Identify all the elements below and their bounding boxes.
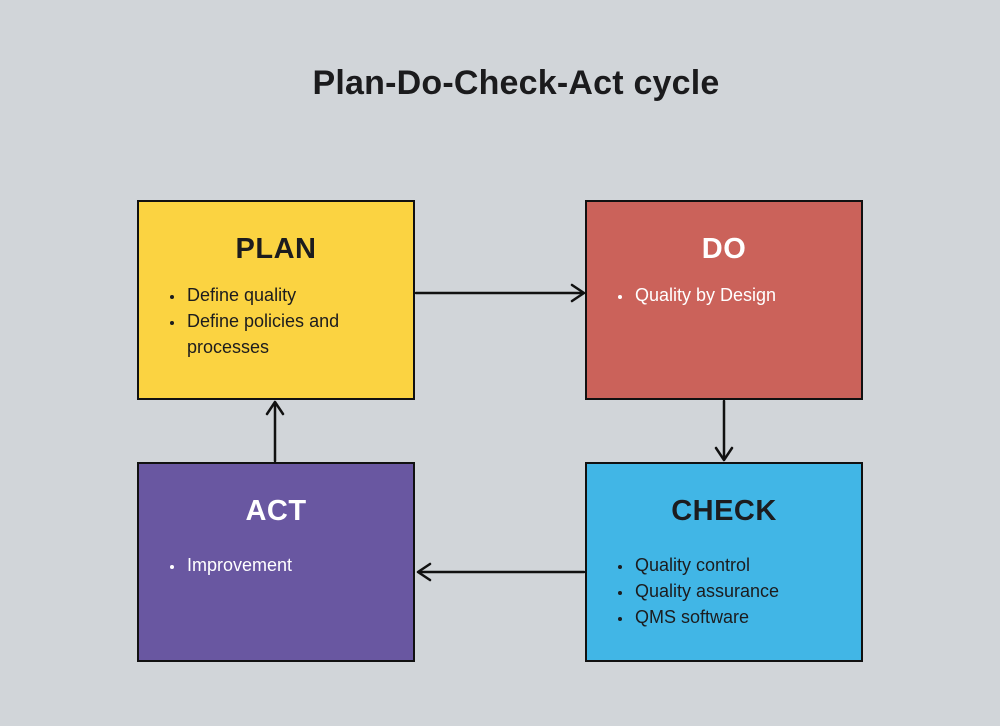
do-bullet: Quality by Design bbox=[633, 282, 845, 308]
plan-bullet-list: Define quality Define policies and proce… bbox=[139, 282, 413, 360]
act-bullet: Improvement bbox=[185, 552, 397, 578]
check-bullet: Quality assurance bbox=[633, 578, 845, 604]
arrow-do-to-check bbox=[714, 399, 734, 462]
arrow-plan-to-do bbox=[414, 283, 586, 303]
check-bullet-list: Quality control Quality assurance QMS so… bbox=[587, 552, 861, 630]
do-box: DO Quality by Design bbox=[585, 200, 863, 400]
plan-bullet: Define policies and processes bbox=[185, 308, 397, 360]
diagram-title: Plan-Do-Check-Act cycle bbox=[312, 64, 720, 102]
check-bullet: QMS software bbox=[633, 604, 845, 630]
check-box: CHECK Quality control Quality assurance … bbox=[585, 462, 863, 662]
arrow-act-to-plan bbox=[265, 400, 285, 463]
do-bullet-list: Quality by Design bbox=[587, 282, 861, 308]
arrow-check-to-act bbox=[416, 562, 586, 582]
plan-box: PLAN Define quality Define policies and … bbox=[137, 200, 415, 400]
check-box-title: CHECK bbox=[671, 495, 777, 527]
act-box: ACT Improvement bbox=[137, 462, 415, 662]
plan-bullet: Define quality bbox=[185, 282, 397, 308]
act-bullet-list: Improvement bbox=[139, 552, 413, 578]
check-bullet: Quality control bbox=[633, 552, 845, 578]
plan-box-title: PLAN bbox=[235, 233, 317, 265]
do-box-title: DO bbox=[701, 233, 747, 265]
act-box-title: ACT bbox=[245, 495, 307, 527]
